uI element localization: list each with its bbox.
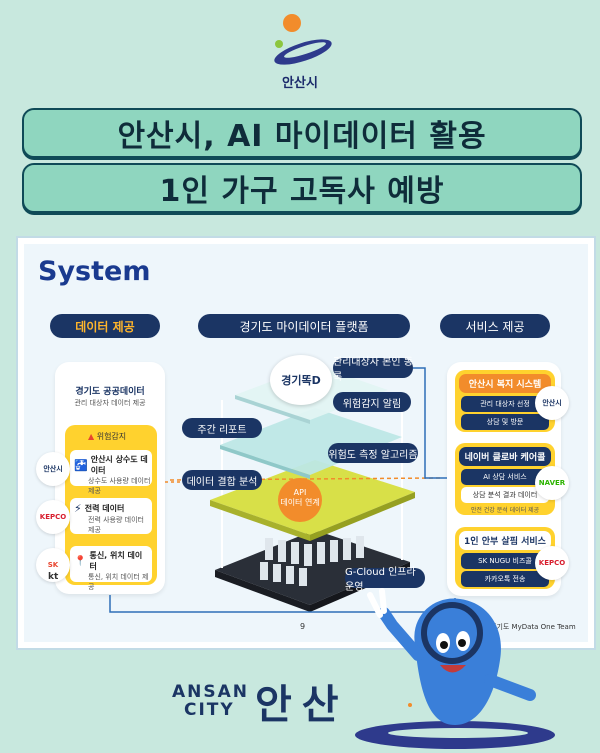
tag-risk-alert: 위험감지 알림: [333, 392, 411, 412]
ansan-logo-text: 안산시: [282, 76, 318, 91]
logo-kt: kt: [48, 572, 59, 582]
title-line-2: 1인 가구 고독사 예방: [22, 163, 582, 213]
gyeonggi-public-data-title: 경기도 공공데이터: [75, 387, 145, 397]
col-header-service: 서비스 제공: [440, 314, 550, 338]
welfare-title: 안산시 복지 시스템: [459, 374, 551, 393]
welfare-item-2: 상담 및 방문: [461, 414, 549, 430]
power-data-sub: 전력 사용량 데이터 제공: [88, 516, 144, 534]
water-data-sub: 상수도 사용량 데이터 제공: [88, 477, 151, 495]
col-header-platform: 경기도 마이데이터 플랫폼: [198, 314, 410, 338]
naver-item-1: AI 상담 서비스: [461, 469, 549, 485]
logo-ansan-left: 안산시: [36, 452, 70, 486]
water-data-box: 🚰 안산시 상수도 데이터 상수도 사용량 데이터 제공: [70, 450, 152, 495]
tag-g-cloud: G-Cloud 인프라 운영: [345, 567, 425, 593]
sk-item-1: SK NUGU 비즈콜: [461, 553, 549, 569]
tag-risk-algorithm: 위험도 측정 알고리즘: [328, 443, 418, 463]
gyeonggi-public-data-sub: 관리 대상자 데이터 제공: [74, 399, 146, 407]
system-heading: System: [38, 256, 151, 287]
ansan-logo: 안산시: [255, 10, 345, 91]
sk-checkin-box: 1인 안부 살핌 서비스 SK NUGU 비즈콜 카카오톡 전송: [455, 527, 555, 589]
tag-weekly-report: 주간 리포트: [182, 418, 262, 438]
telecom-data-box: 📍 통신, 위치 데이터 통신, 위치 데이터 제공: [70, 546, 152, 591]
naver-sub: 안전 건강 분석 데이터 제공: [470, 507, 540, 514]
telecom-data-label: 통신, 위치 데이터: [89, 551, 143, 571]
logo-kepco-right: KEPCO: [535, 546, 569, 580]
risk-detect-label: ▲ 위험감지: [88, 432, 127, 441]
mascot-character: [355, 588, 555, 749]
welfare-system-box: 안산시 복지 시스템 관리 대상자 선정 상담 및 방문: [455, 370, 555, 432]
location-icon: 📍: [74, 555, 87, 567]
logo-ansan-right: 안산시: [535, 386, 569, 420]
power-data-box: ⚡ 전력 데이터 전력 사용량 데이터 제공: [70, 498, 152, 534]
logo-naver: NAVER: [535, 466, 569, 500]
team-name: 경기도 MyData One Team: [490, 623, 576, 631]
naver-item-2: 상담 분석 결과 데이터: [461, 487, 549, 503]
lightning-icon: ⚡: [74, 502, 82, 515]
logo-sk-left: SK: [36, 548, 70, 582]
alarm-icon: ▲: [88, 432, 95, 441]
tag-data-analysis: 데이터 결합 분석: [182, 470, 262, 490]
telecom-data-sub: 통신, 위치 데이터 제공: [88, 573, 149, 591]
sk-item-2: 카카오톡 전송: [461, 571, 549, 587]
ansan-city-en: ANSAN CITY: [172, 682, 250, 720]
welfare-item-1: 관리 대상자 선정: [461, 396, 549, 412]
page-number: 9: [300, 622, 306, 631]
faucet-icon: 🚰: [74, 458, 88, 472]
sk-title: 1인 안부 살핌 서비스: [459, 531, 551, 550]
ansan-city-kr: 안산: [255, 682, 349, 728]
logo-kepco-left: KEPCO: [36, 500, 70, 534]
water-data-label: 안산시 상수도 데이터: [90, 455, 148, 475]
power-data-label: 전력 데이터: [84, 504, 125, 513]
title-line-1: 안산시, AI 마이데이터 활용: [22, 108, 582, 158]
col-header-data: 데이터 제공: [50, 314, 160, 338]
naver-title: 네이버 클로바 케어콜: [459, 447, 551, 466]
gyeonggi-ttok-d-logo: 경기똑D: [270, 355, 332, 405]
